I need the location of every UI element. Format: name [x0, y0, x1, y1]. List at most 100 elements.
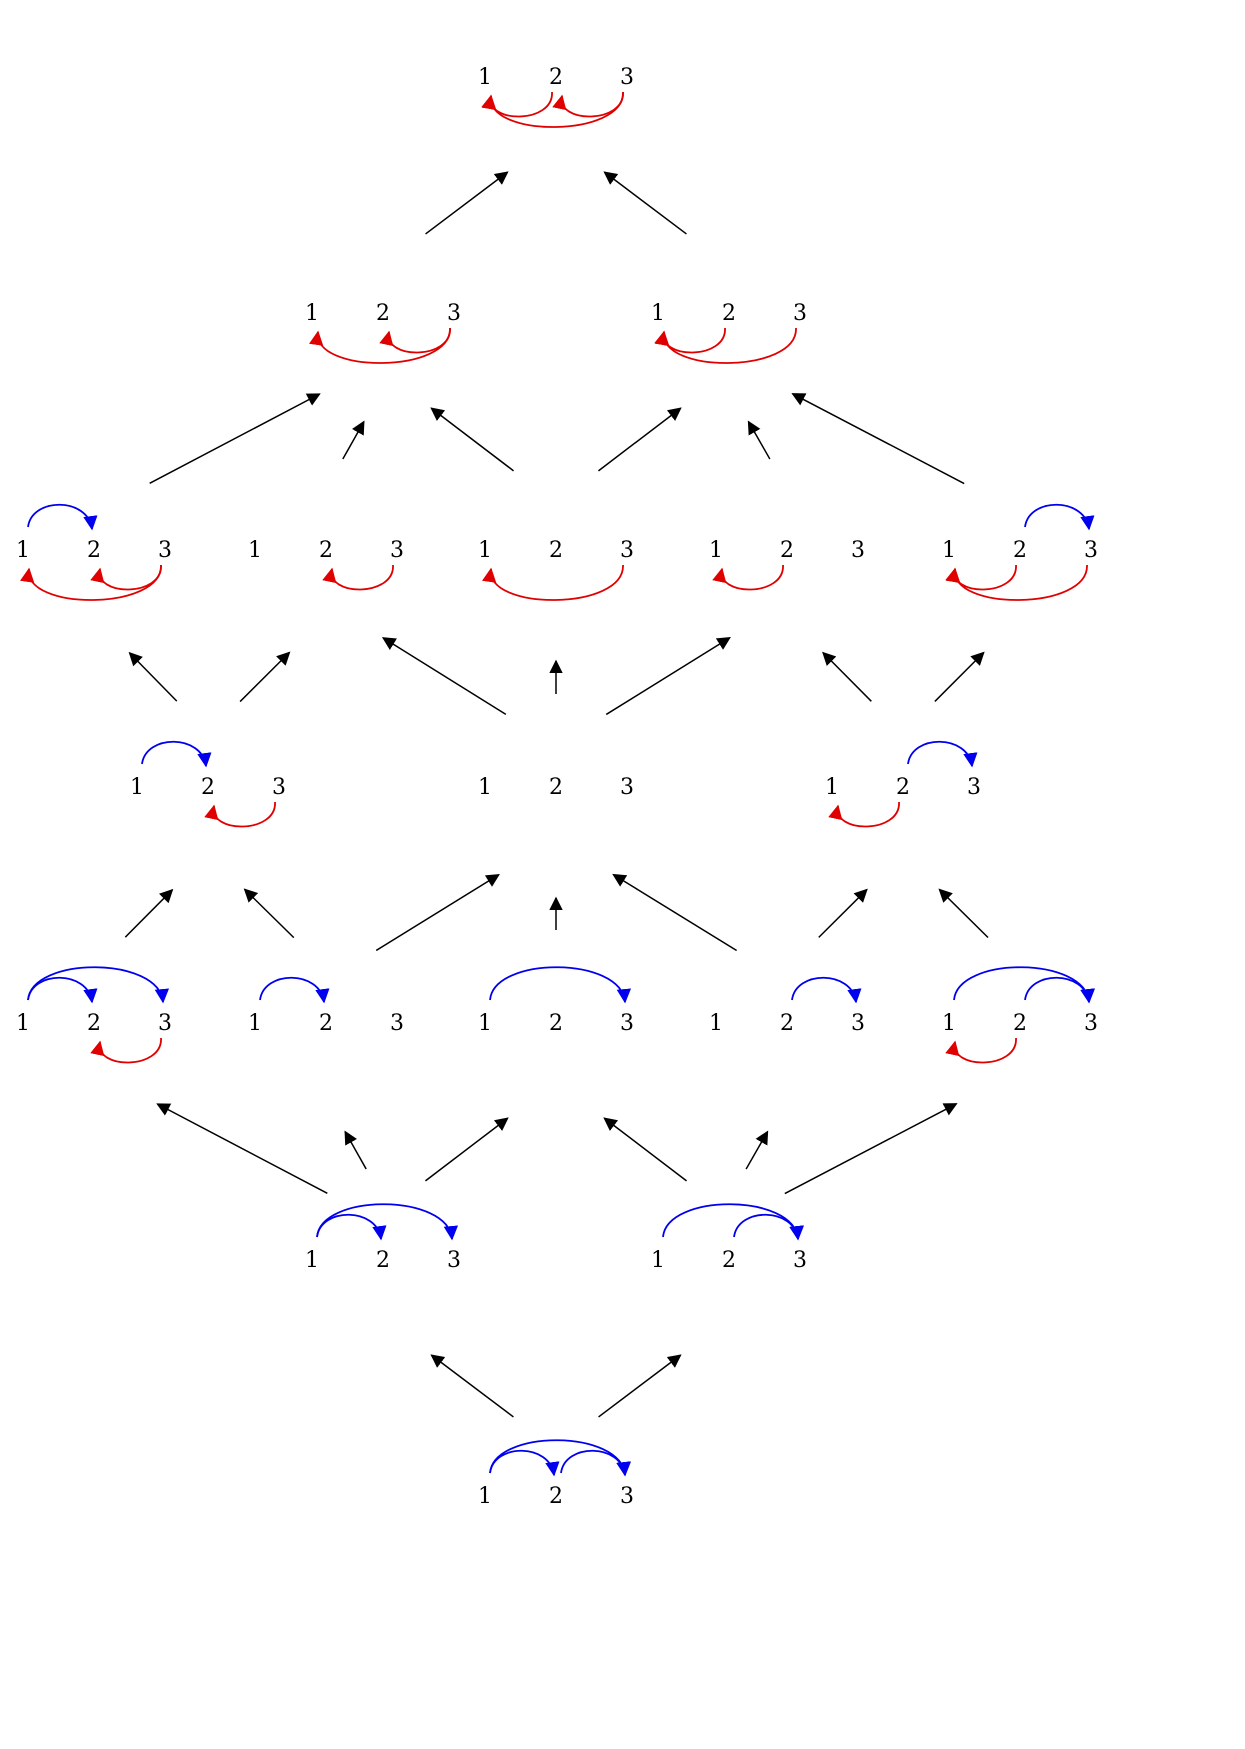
blue-arc-1-3 — [27, 966, 170, 1004]
vertex-label-3: 3 — [447, 1248, 461, 1273]
vertex-label-3: 3 — [793, 301, 807, 326]
red-arc-3-1 — [482, 91, 624, 128]
red-arc-3-2 — [379, 327, 451, 354]
edge-L2-left-to-top — [425, 171, 509, 235]
edge-L3-c-to-L2-left — [430, 407, 515, 472]
red-arc-2-1 — [945, 1037, 1017, 1064]
vertex-label-1: 1 — [709, 1011, 723, 1036]
vertex-label-3: 3 — [390, 1011, 404, 1036]
vertex-label-2: 2 — [319, 1011, 333, 1036]
edge-L5-a-to-L4-a — [124, 888, 174, 938]
edge-L6-left-to-L5-a — [156, 1103, 328, 1195]
node-L5-b: 1 2 3 — [248, 976, 404, 1036]
edge-L5-b-to-L4-a — [243, 888, 295, 939]
blue-arc-1-2 — [316, 1213, 387, 1241]
vertex-label-1: 1 — [248, 1011, 262, 1036]
red-arc-3-1 — [482, 564, 624, 601]
edge-L6-left-to-L5-b — [344, 1130, 367, 1170]
vertex-label-3: 3 — [851, 538, 865, 563]
vertex-label-1: 1 — [651, 301, 665, 326]
vertex-label-2: 2 — [549, 775, 563, 800]
edge-L3-a-to-L2-left — [149, 393, 321, 485]
vertex-label-1: 1 — [16, 538, 30, 563]
vertex-label-1: 1 — [709, 538, 723, 563]
vertex-label-2: 2 — [780, 538, 794, 563]
red-arc-3-2 — [322, 564, 394, 591]
vertex-label-2: 2 — [722, 301, 736, 326]
vertex-label-1: 1 — [305, 1248, 319, 1273]
blue-arc-1-3 — [662, 1203, 805, 1241]
red-arc-2-1 — [828, 801, 900, 828]
edge-L4-b-to-L3-d — [605, 637, 731, 716]
blue-arc-1-2 — [27, 503, 98, 531]
vertex-label-2: 2 — [87, 538, 101, 563]
node-L2-right: 1 2 3 — [651, 301, 807, 364]
edge-bottom-to-L6-left — [430, 1354, 514, 1418]
edge-L6-right-to-L5-c — [603, 1117, 688, 1182]
vertex-label-1: 1 — [478, 775, 492, 800]
edge-L5-d-to-L4-b — [612, 873, 738, 952]
vertex-label-2: 2 — [376, 301, 390, 326]
edge-L4-b-to-L3-b — [381, 637, 507, 715]
blue-arc-1-3 — [953, 966, 1096, 1004]
edge-L2-right-to-top — [603, 171, 687, 235]
vertex-label-2: 2 — [549, 1484, 563, 1509]
node-L3-a: 1 2 3 — [16, 503, 172, 601]
vertex-label-1: 1 — [942, 538, 956, 563]
vertex-label-1: 1 — [478, 65, 492, 90]
vertex-label-1: 1 — [248, 538, 262, 563]
red-arc-2-1 — [712, 564, 784, 591]
vertex-label-2: 2 — [780, 1011, 794, 1036]
red-arc-3-1 — [309, 327, 451, 364]
blue-arc-1-3 — [316, 1203, 459, 1241]
vertex-label-3: 3 — [967, 775, 981, 800]
vertex-label-3: 3 — [158, 538, 172, 563]
edge-bottom-to-L6-right — [598, 1354, 682, 1418]
red-arc-3-2 — [90, 1037, 162, 1064]
red-arc-3-2 — [552, 91, 624, 118]
blue-arc-1-3 — [489, 1439, 632, 1477]
vertex-label-3: 3 — [272, 775, 286, 800]
vertex-label-3: 3 — [1084, 1011, 1098, 1036]
vertex-label-3: 3 — [620, 1484, 634, 1509]
edge-L3-d-to-L2-right — [747, 420, 771, 460]
red-arc-3-1 — [20, 564, 162, 601]
red-arc-3-1 — [946, 564, 1088, 601]
blue-arc-2-3 — [733, 1213, 804, 1241]
vertex-label-3: 3 — [447, 301, 461, 326]
edge-L4-a-to-L3-a — [128, 651, 178, 702]
vertex-label-1: 1 — [478, 538, 492, 563]
vertex-label-1: 1 — [651, 1248, 665, 1273]
vertex-label-2: 2 — [722, 1248, 736, 1273]
vertex-label-3: 3 — [158, 1011, 172, 1036]
edge-L4-a-to-L3-b — [239, 651, 291, 703]
edge-L4-c-to-L3-d — [822, 651, 872, 702]
edge-L5-e-to-L4-c — [938, 888, 989, 939]
blue-arc-2-3 — [907, 740, 978, 768]
blue-arc-2-3 — [1024, 503, 1095, 531]
node-L3-d: 1 2 3 — [709, 538, 865, 591]
blue-arc-2-3 — [1024, 976, 1095, 1004]
edge-L4-c-to-L3-e — [934, 651, 985, 702]
red-arc-2-1 — [481, 91, 553, 118]
vertex-label-3: 3 — [620, 65, 634, 90]
edge-L6-left-to-L5-c — [424, 1117, 509, 1182]
vertex-label-3: 3 — [1084, 538, 1098, 563]
